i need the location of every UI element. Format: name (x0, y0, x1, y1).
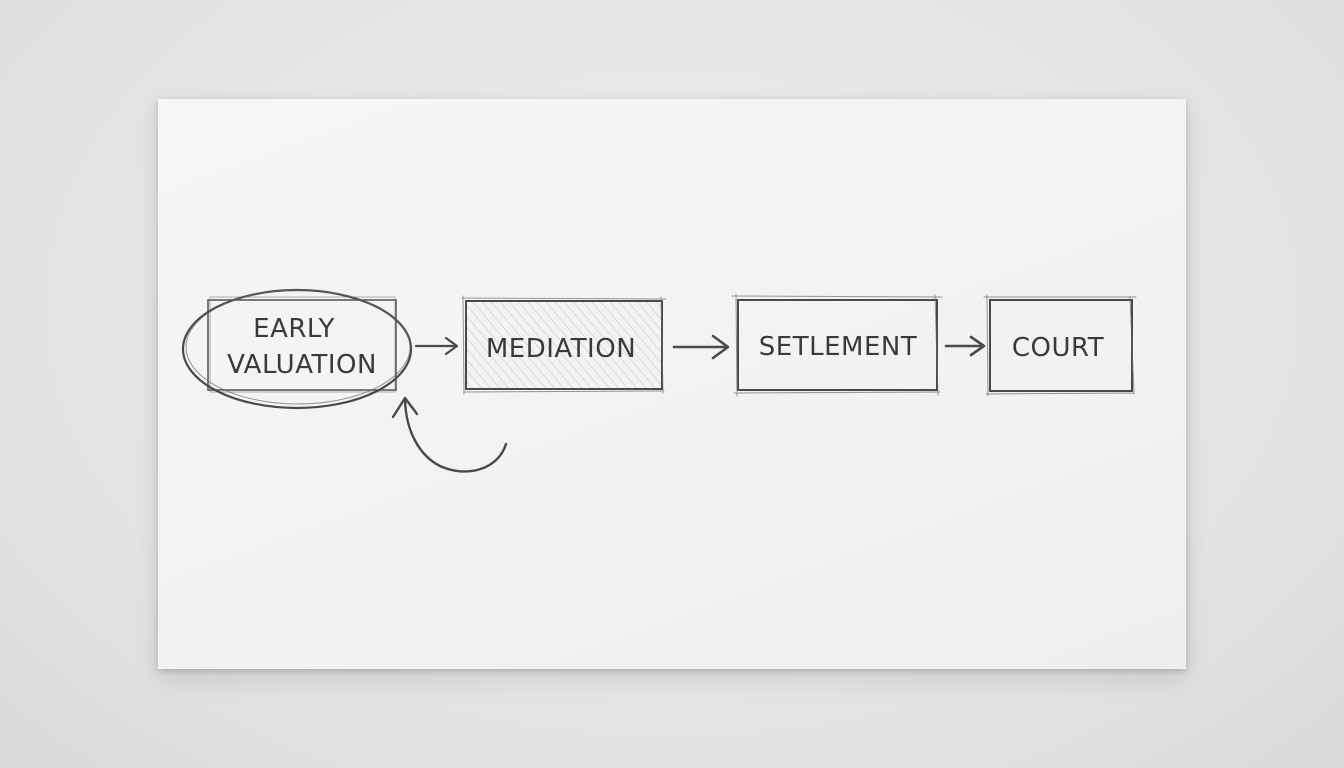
node-mediation: MEDIATION (461, 295, 667, 395)
early-valuation-line1: EARLY (253, 314, 335, 344)
node-early-valuation: EARLY VALUATION (181, 288, 413, 410)
court-label: COURT (1012, 333, 1104, 363)
arrow-early-to-mediation (414, 336, 459, 356)
node-settlement: SETLEMENT (731, 293, 943, 397)
paper-sheet (158, 99, 1186, 669)
arrow-mediation-to-settlement (672, 334, 730, 360)
arrow-settlement-to-court (944, 335, 986, 357)
arrow-loop-back (391, 396, 508, 473)
early-valuation-line2: VALUATION (227, 350, 377, 380)
settlement-label: SETLEMENT (759, 332, 917, 362)
node-court: COURT (983, 294, 1137, 397)
mediation-label: MEDIATION (486, 334, 636, 364)
